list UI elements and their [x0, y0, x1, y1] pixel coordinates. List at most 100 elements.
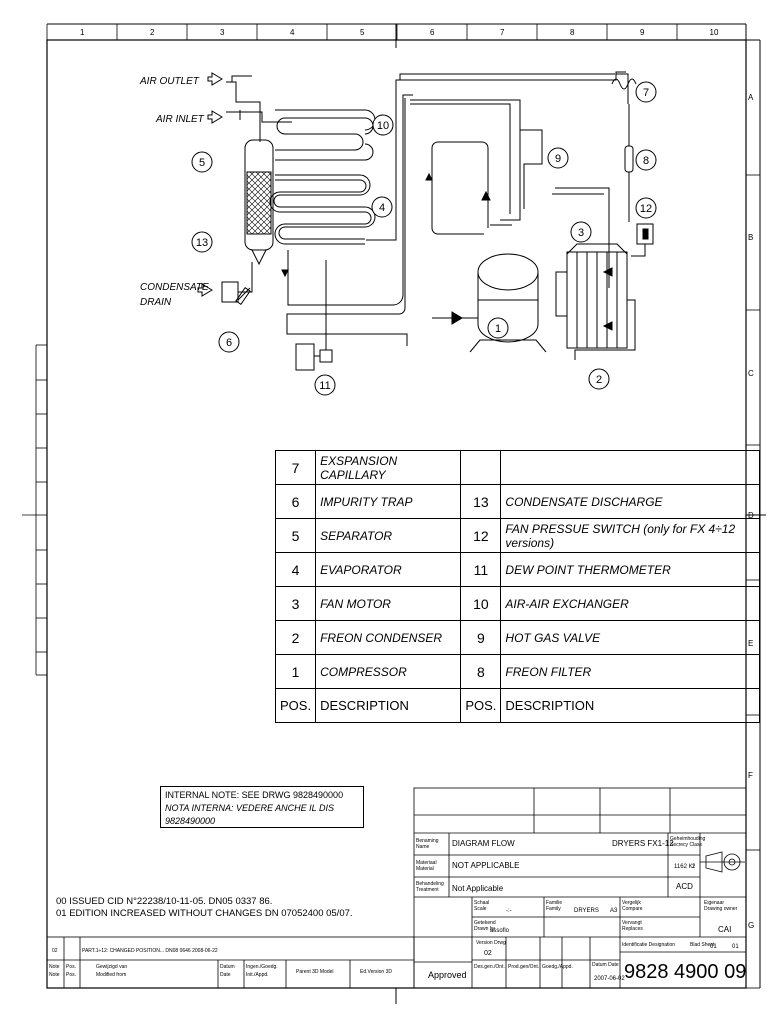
svg-text:Prod.gen/Ont.: Prod.gen/Ont. — [508, 964, 539, 970]
part-desc: EXSPANSION CAPILLARY — [315, 450, 462, 485]
part-pos: 5 — [274, 518, 317, 553]
svg-text:Blad Sheet: Blad Sheet — [690, 942, 715, 948]
left-margin-strip — [22, 344, 47, 676]
svg-text:2: 2 — [692, 864, 696, 870]
grid-col-label: 10 — [710, 28, 719, 37]
evaporator — [269, 174, 376, 245]
callout-circle — [635, 197, 657, 219]
part-pos: 4 — [274, 552, 317, 587]
svg-text:Pos.: Pos. — [66, 964, 76, 970]
air-outlet-label: AIR OUTLET — [139, 76, 200, 87]
grid-col-label: 1 — [80, 28, 85, 37]
name-caption: Benaming — [416, 838, 439, 844]
part-desc: EVAPORATOR — [315, 552, 462, 587]
svg-text:Family: Family — [546, 906, 561, 912]
part-pos: 13 — [460, 484, 502, 519]
callout-circle — [371, 196, 393, 218]
svg-text:Datum: Datum — [220, 964, 235, 970]
svg-text:Replaces: Replaces — [622, 926, 643, 932]
svg-text:Secrecy Class: Secrecy Class — [670, 842, 702, 848]
air-outlet-arrow-icon — [207, 72, 223, 86]
drain-label: DRAIN — [140, 297, 172, 308]
header-desc: DESCRIPTION — [500, 688, 760, 723]
part-pos: 2 — [274, 620, 317, 655]
internal-note-line2: NOTA INTERNA: VEDERE ANCHE IL DIS 982849… — [165, 803, 335, 826]
svg-text:Eigenaar: Eigenaar — [704, 900, 724, 906]
part-desc: SEPARATOR — [315, 518, 462, 553]
svg-text:Note: Note — [49, 972, 60, 978]
callout-number: 7 — [643, 87, 649, 99]
history-line-01: 01 EDITION INCREASED WITHOUT CHANGES DN … — [56, 908, 353, 919]
svg-text:Ed.Version 3D: Ed.Version 3D — [360, 969, 392, 975]
history-line-00: 00 ISSUED CID N°22238/10-11-05. DN05 033… — [56, 896, 273, 907]
svg-text:Treatment: Treatment — [416, 887, 439, 893]
svg-text:Schaal: Schaal — [474, 900, 489, 906]
callout-circle — [191, 151, 213, 173]
svg-text:Scale: Scale — [474, 906, 487, 912]
condensate-label: CONDENSATE — [140, 282, 209, 293]
part-pos: 3 — [274, 586, 317, 621]
air-air-exchanger — [275, 109, 376, 161]
svg-text:Version Drwg: Version Drwg — [476, 940, 506, 946]
part-desc — [500, 450, 760, 485]
internal-note-box: INTERNAL NOTE: SEE DRWG 9828490000 NOTA … — [160, 786, 364, 828]
material-caption: Materiaal — [416, 860, 437, 866]
callout-circle — [547, 147, 569, 169]
svg-text:Familie: Familie — [546, 900, 562, 906]
grid-row-label: B — [748, 233, 753, 242]
svg-text:Ingen./Goedg.: Ingen./Goedg. — [246, 964, 278, 970]
svg-text:Identificatie Designation: Identificatie Designation — [622, 942, 675, 948]
condensate-drain-assembly — [197, 262, 253, 305]
svg-text:Getekend: Getekend — [474, 920, 496, 926]
callout-number: 8 — [643, 155, 649, 167]
part-desc: AIR-AIR EXCHANGER — [500, 586, 760, 621]
separator-mesh — [246, 171, 272, 235]
svg-text:Datum Date: Datum Date — [592, 962, 619, 968]
callout-circle — [314, 374, 336, 396]
callout-number: 12 — [640, 203, 652, 215]
part-pos: 7 — [274, 450, 317, 485]
svg-text:Pos.: Pos. — [66, 972, 76, 978]
callout-circle — [372, 114, 394, 136]
part-pos: 1 — [274, 654, 317, 689]
revision-strip — [46, 936, 415, 989]
grid-row-label: F — [748, 771, 753, 780]
part-desc: COMPRESSOR — [315, 654, 462, 689]
drawing-material: NOT APPLICABLE — [452, 861, 519, 870]
svg-text:Vergelijk: Vergelijk — [622, 900, 641, 906]
part-desc: FAN MOTOR — [315, 586, 462, 621]
part-pos: 9 — [460, 620, 502, 655]
grid-row-label: G — [748, 921, 754, 930]
svg-text:2007-06-02: 2007-06-02 — [594, 976, 625, 982]
air-inlet-label: AIR INLET — [155, 114, 205, 125]
svg-text:Des.gen./Ont.: Des.gen./Ont. — [474, 964, 505, 970]
treatment-caption: Behandeling — [416, 881, 444, 887]
drawing-product: DRYERS FX1-12 — [612, 839, 674, 848]
part-desc: IMPURITY TRAP — [315, 484, 462, 519]
svg-text:1162 K/: 1162 K/ — [674, 864, 695, 870]
callout-number: 5 — [199, 157, 205, 169]
grid-row-label: C — [748, 369, 754, 378]
grid-col-label: 2 — [150, 28, 155, 37]
callout-number: 3 — [578, 227, 584, 239]
callout-circle — [635, 149, 657, 171]
part-desc: CONDENSATE DISCHARGE — [500, 484, 760, 519]
projection-symbol-icon — [700, 851, 745, 873]
svg-text:Drawing owner: Drawing owner — [704, 906, 738, 912]
acd-label: ACD — [676, 882, 693, 891]
drawing-name: DIAGRAM FLOW — [452, 839, 515, 848]
svg-text:Note: Note — [49, 964, 60, 970]
title-block — [413, 787, 747, 989]
grid-col-label: 6 — [430, 28, 435, 37]
part-desc: DEW POINT THERMOMETER — [500, 552, 760, 587]
drawing-number: 9828 4900 09 — [624, 961, 746, 983]
callout-circle — [635, 81, 657, 103]
svg-text:Material: Material — [416, 866, 434, 872]
part-desc: FREON CONDENSER — [315, 620, 462, 655]
